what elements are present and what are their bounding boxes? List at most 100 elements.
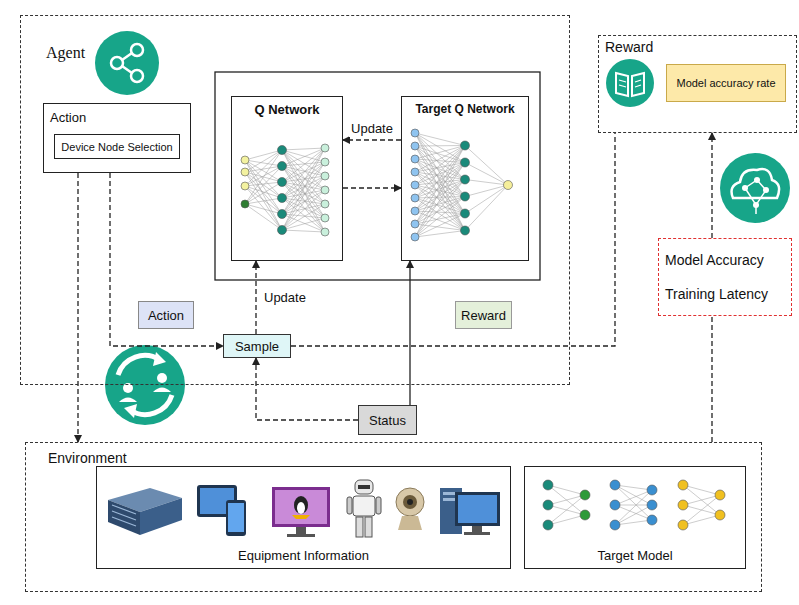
net-link — [415, 231, 465, 238]
net-neuron — [411, 181, 419, 189]
net-neuron — [543, 520, 553, 530]
equipment-box: Equipment Information — [96, 466, 511, 569]
net-neuron — [321, 158, 329, 166]
exchange-icon — [105, 345, 185, 425]
agent-icon — [95, 31, 159, 95]
net-neuron — [610, 500, 620, 510]
net-link — [245, 166, 282, 186]
connector — [343, 139, 401, 140]
net-link — [465, 163, 508, 186]
net-link — [548, 485, 585, 515]
node-label: Target Model — [597, 548, 672, 563]
net-neuron — [461, 141, 470, 150]
computer-icon — [440, 488, 500, 535]
net-link — [683, 485, 720, 515]
net-neuron — [715, 510, 725, 520]
action-box: ActionDevice Node Selection — [43, 103, 191, 173]
net-neuron — [278, 194, 287, 203]
net-link — [282, 230, 325, 232]
net-link — [415, 163, 465, 212]
net-neuron — [610, 520, 620, 530]
node-label: Environment — [48, 450, 127, 466]
net-link — [282, 182, 325, 204]
net-link — [415, 198, 465, 214]
agent-region: AgentActionDevice Node SelectionQ Networ… — [20, 15, 570, 385]
node-label: Equipment Information — [238, 548, 369, 563]
net-link — [415, 211, 465, 231]
net-link — [282, 166, 325, 232]
net-link — [282, 148, 325, 230]
node-label: Q Network — [254, 102, 319, 117]
node-label: Reward — [461, 308, 506, 323]
connector — [409, 261, 410, 405]
metric-box: Model accuracy rate — [666, 64, 786, 102]
net-link — [465, 185, 508, 197]
net-neuron — [411, 142, 419, 150]
net-link — [245, 186, 282, 230]
net-link — [415, 180, 465, 238]
net-link — [548, 495, 585, 505]
net-link — [415, 133, 465, 231]
net-link — [415, 180, 465, 225]
net-link — [615, 485, 652, 490]
tablet-icon — [197, 485, 246, 536]
net-neuron — [647, 485, 657, 495]
net-neuron — [321, 200, 329, 208]
camera-icon — [396, 488, 424, 530]
net-neuron — [580, 510, 590, 520]
node-body: Training Latency — [665, 286, 768, 302]
net-link — [465, 185, 508, 231]
net-link — [282, 162, 325, 214]
net-link — [615, 490, 652, 525]
net-neuron — [543, 500, 553, 510]
server-icon — [108, 488, 182, 535]
net-link — [683, 515, 720, 525]
network-box: Q Network — [231, 96, 343, 261]
net-link — [615, 505, 652, 506]
net-link — [282, 148, 325, 166]
net-neuron — [278, 210, 287, 219]
net-neuron — [461, 209, 470, 218]
environment-region: EnvironmentEquipment Information Target M… — [25, 442, 762, 592]
net-link — [415, 159, 465, 231]
net-neuron — [278, 146, 287, 155]
tag-box: Action — [138, 301, 194, 329]
net-link — [245, 160, 282, 230]
tag-box: Reward — [455, 301, 512, 329]
net-link — [245, 150, 282, 172]
net-link — [415, 197, 465, 225]
net-link — [415, 146, 465, 180]
net-neuron — [278, 178, 287, 187]
net-link — [282, 182, 325, 218]
net-link — [282, 148, 325, 150]
net-link — [415, 133, 465, 146]
net-link — [245, 166, 282, 204]
metrics-box: Model AccuracyTraining Latency — [658, 238, 792, 316]
net-link — [465, 146, 508, 186]
net-link — [465, 185, 508, 214]
node-label: Sample — [235, 339, 279, 354]
connector — [711, 316, 712, 442]
edge-label: Update — [349, 121, 395, 137]
net-link — [282, 162, 325, 166]
network-box: Target Q Network — [401, 96, 529, 261]
cloud-icon — [720, 153, 790, 223]
connector — [711, 133, 712, 238]
net-link — [282, 176, 325, 230]
process-box: Device Node Selection — [54, 134, 180, 159]
connector — [291, 133, 615, 346]
net-link — [615, 490, 652, 505]
net-link — [415, 197, 465, 199]
edge-label: Update — [262, 290, 308, 306]
net-link — [245, 204, 282, 230]
net-neuron — [411, 233, 419, 241]
net-link — [415, 146, 465, 225]
net-neuron — [411, 129, 419, 137]
reward-region: RewardModel accuracy rate — [598, 35, 797, 133]
net-neuron — [278, 162, 287, 171]
net-link — [245, 150, 282, 204]
sample-box: Sample — [223, 334, 291, 358]
net-link — [415, 146, 465, 238]
net-neuron — [461, 158, 470, 167]
